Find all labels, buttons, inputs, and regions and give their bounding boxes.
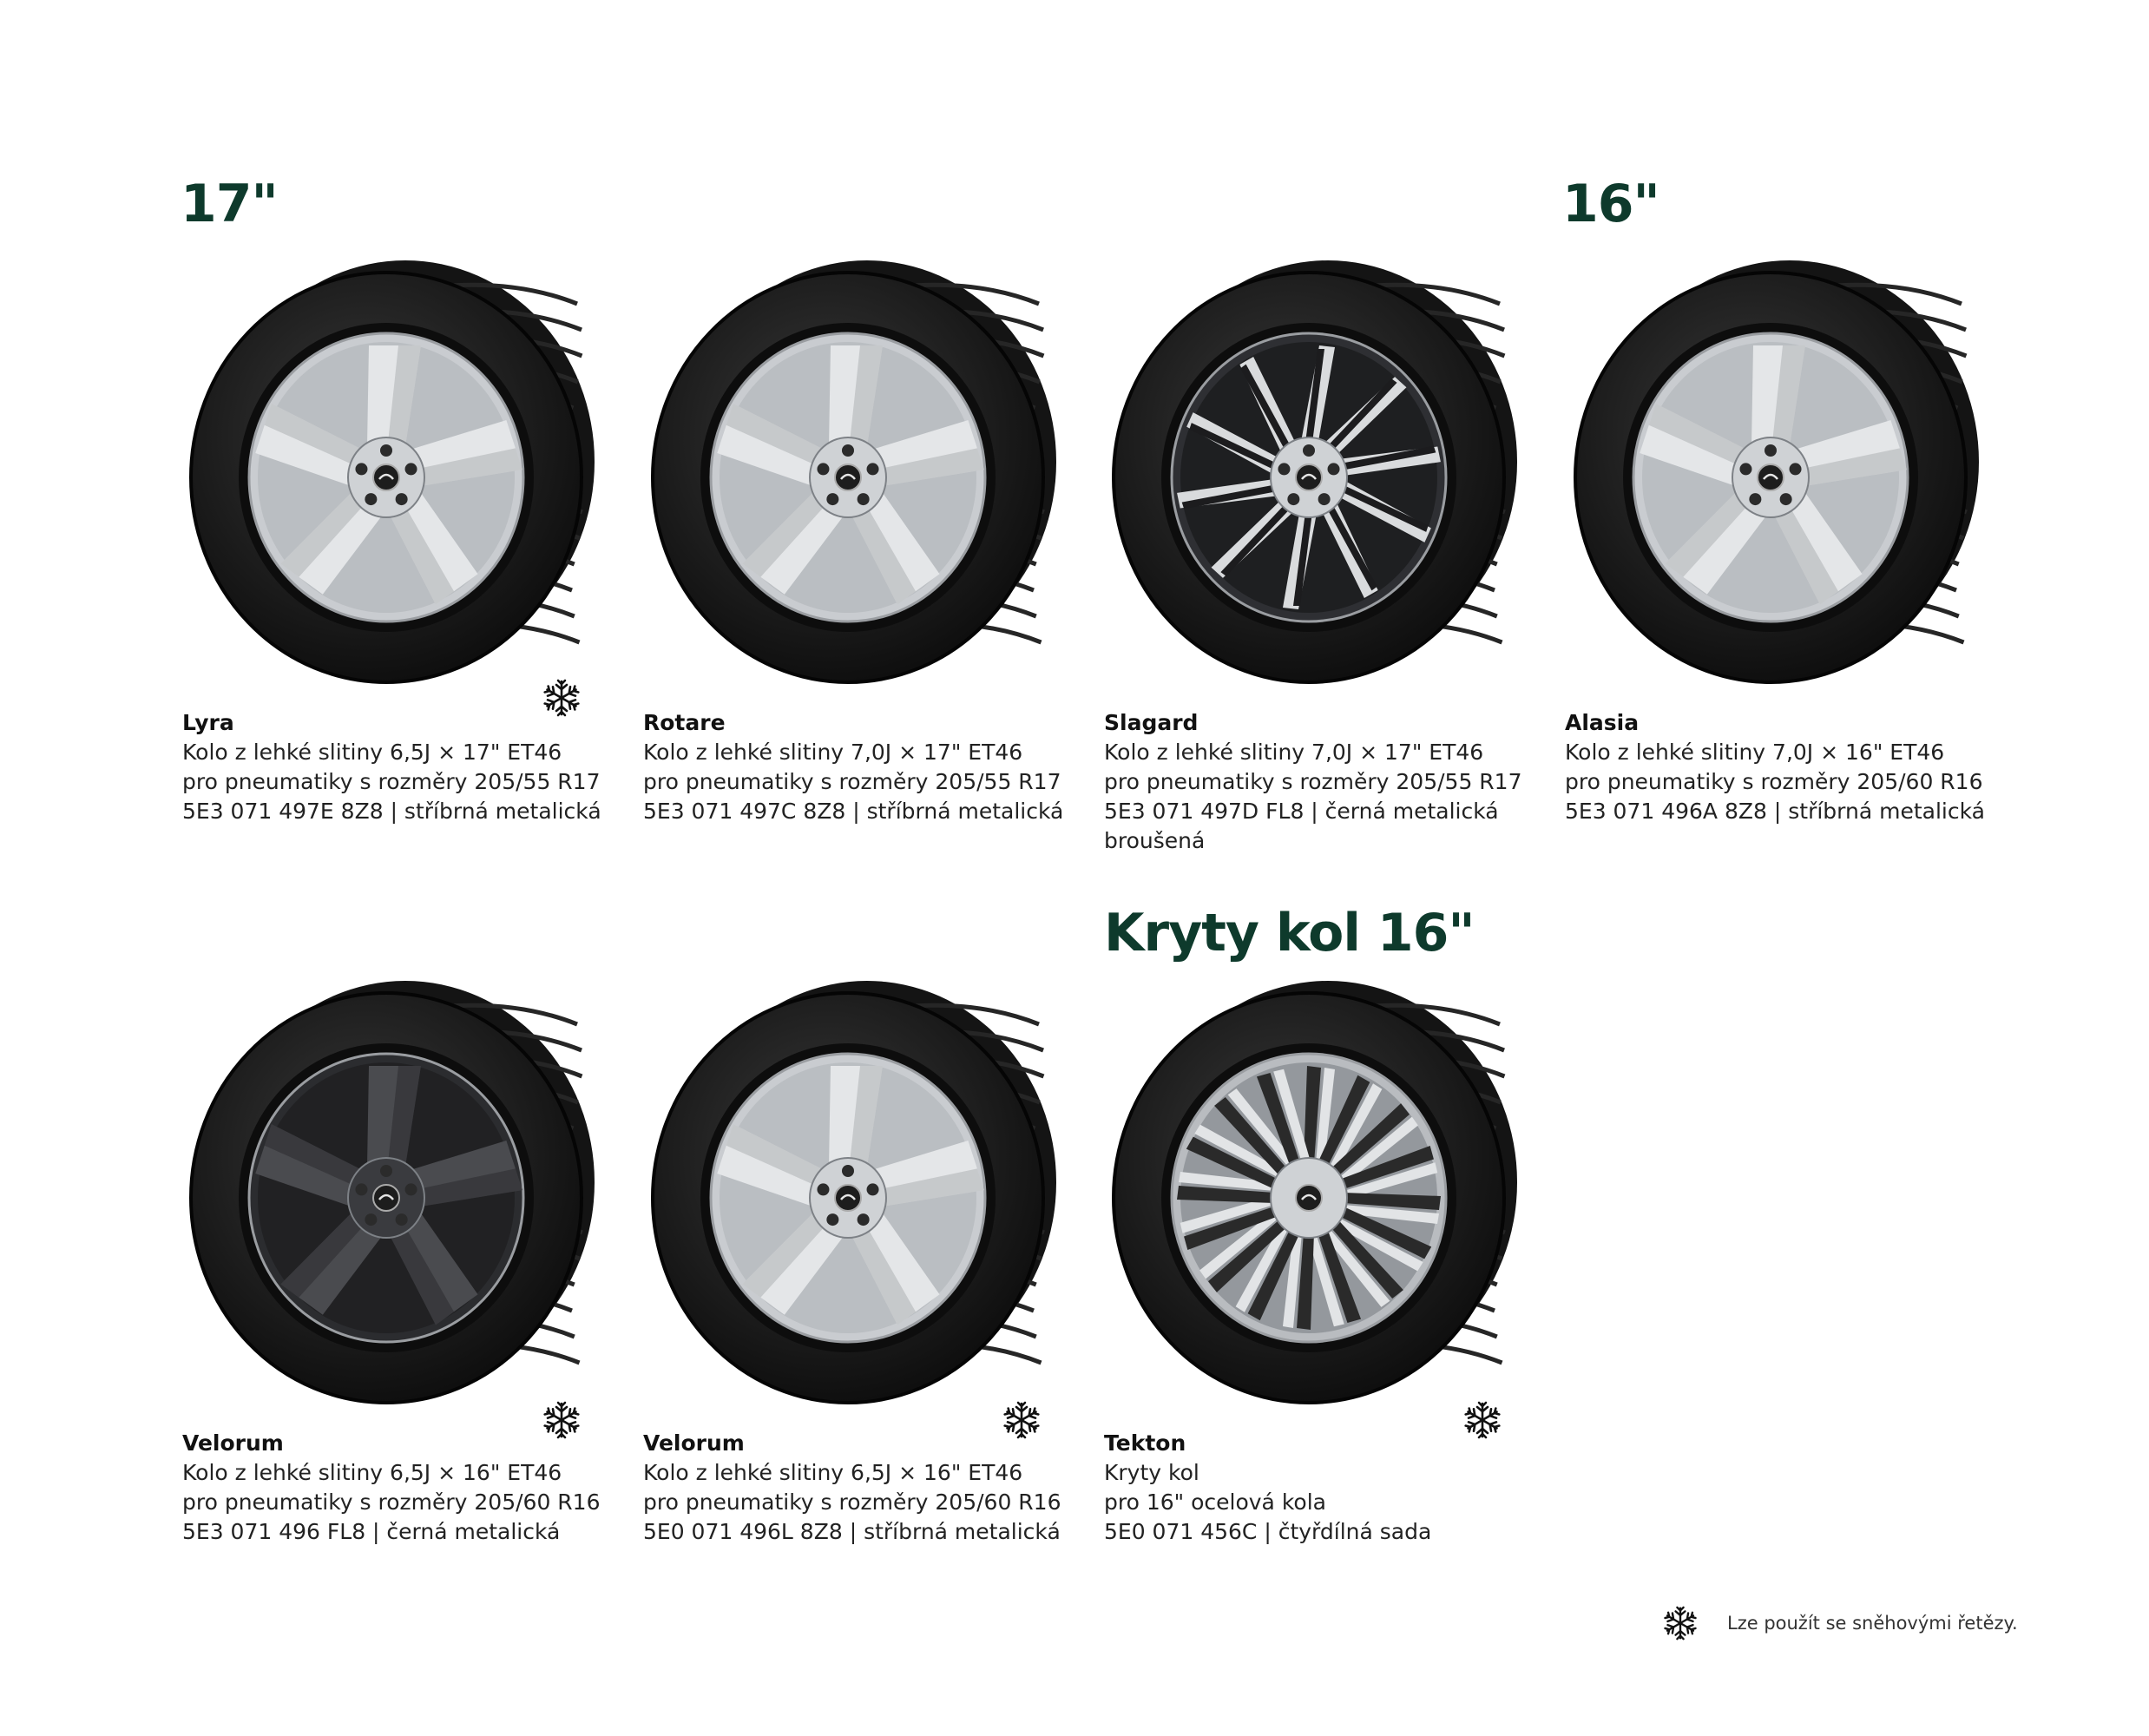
product-tire-size: pro pneumatiky s rozměry 205/55 R17 bbox=[1104, 769, 1522, 794]
product-part-number: 5E0 071 496L 8Z8 | stříbrná metalická bbox=[643, 1519, 1061, 1544]
product-description: Kolo z lehké slitiny 7,0J × 16" ET46 bbox=[1565, 740, 1945, 765]
product-part-number: 5E3 071 497D FL8 | černá metalická bbox=[1104, 799, 1499, 824]
product-caption-velorum-black: Velorum Kolo z lehké slitiny 6,5J × 16" … bbox=[182, 1429, 616, 1547]
product-description: Kolo z lehké slitiny 6,5J × 16" ET46 bbox=[182, 1460, 562, 1485]
wheel-cover-image-tekton bbox=[1101, 981, 1517, 1406]
snowflake-icon bbox=[542, 679, 581, 717]
product-name: Tekton bbox=[1104, 1430, 1186, 1456]
product-tire-size: pro pneumatiky s rozměry 205/60 R16 bbox=[182, 1489, 601, 1515]
wheel-image-lyra bbox=[178, 260, 595, 686]
product-name: Alasia bbox=[1565, 710, 1640, 735]
product-name: Velorum bbox=[182, 1430, 284, 1456]
heading-17-inch: 17" bbox=[181, 174, 279, 234]
product-name: Rotare bbox=[643, 710, 726, 735]
snowflake-icon bbox=[542, 1401, 581, 1439]
product-caption-lyra: Lyra Kolo z lehké slitiny 6,5J × 17" ET4… bbox=[182, 708, 616, 826]
product-part-number: 5E3 071 497C 8Z8 | stříbrná metalická bbox=[643, 799, 1064, 824]
product-fitment: pro 16" ocelová kola bbox=[1104, 1489, 1326, 1515]
product-part-number: 5E3 071 497E 8Z8 | stříbrná metalická bbox=[182, 799, 601, 824]
product-tire-size: pro pneumatiky s rozměry 205/60 R16 bbox=[643, 1489, 1061, 1515]
product-part-number: 5E3 071 496 FL8 | černá metalická bbox=[182, 1519, 561, 1544]
product-tire-size: pro pneumatiky s rozměry 205/60 R16 bbox=[1565, 769, 1983, 794]
product-part-number: 5E0 071 456C | čtyřdílná sada bbox=[1104, 1519, 1432, 1544]
wheel-image-slagard bbox=[1101, 260, 1517, 686]
wheel-image-velorum-black bbox=[178, 981, 595, 1406]
product-caption-tekton: Tekton Kryty kol pro 16" ocelová kola 5E… bbox=[1104, 1429, 1538, 1547]
snowflake-icon bbox=[1463, 1401, 1502, 1439]
snowflake-icon bbox=[1002, 1401, 1041, 1439]
legend-text: Lze použít se sněhovými řetězy. bbox=[1727, 1613, 2018, 1634]
product-part-number: 5E3 071 496A 8Z8 | stříbrná metalická bbox=[1565, 799, 1985, 824]
product-finish-continued: broušená bbox=[1104, 828, 1206, 853]
product-caption-rotare: Rotare Kolo z lehké slitiny 7,0J × 17" E… bbox=[643, 708, 1077, 826]
wheel-image-alasia bbox=[1562, 260, 1979, 686]
snow-chain-legend: Lze použít se sněhovými řetězy. bbox=[1663, 1606, 2018, 1641]
product-name: Slagard bbox=[1104, 710, 1199, 735]
product-description: Kolo z lehké slitiny 6,5J × 17" ET46 bbox=[182, 740, 562, 765]
product-description: Kolo z lehké slitiny 6,5J × 16" ET46 bbox=[643, 1460, 1023, 1485]
snowflake-icon bbox=[1663, 1606, 1698, 1641]
product-tire-size: pro pneumatiky s rozměry 205/55 R17 bbox=[643, 769, 1061, 794]
heading-wheel-covers-16-inch: Kryty kol 16" bbox=[1104, 903, 1475, 963]
heading-16-inch: 16" bbox=[1562, 174, 1660, 234]
wheel-image-rotare bbox=[640, 260, 1056, 686]
product-name: Velorum bbox=[643, 1430, 745, 1456]
product-description: Kryty kol bbox=[1104, 1460, 1199, 1485]
product-caption-alasia: Alasia Kolo z lehké slitiny 7,0J × 16" E… bbox=[1565, 708, 1999, 826]
product-caption-slagard: Slagard Kolo z lehké slitiny 7,0J × 17" … bbox=[1104, 708, 1538, 856]
product-description: Kolo z lehké slitiny 7,0J × 17" ET46 bbox=[643, 740, 1023, 765]
product-tire-size: pro pneumatiky s rozměry 205/55 R17 bbox=[182, 769, 601, 794]
product-caption-velorum-silver: Velorum Kolo z lehké slitiny 6,5J × 16" … bbox=[643, 1429, 1077, 1547]
product-name: Lyra bbox=[182, 710, 234, 735]
product-description: Kolo z lehké slitiny 7,0J × 17" ET46 bbox=[1104, 740, 1484, 765]
wheel-image-velorum-silver bbox=[640, 981, 1056, 1406]
